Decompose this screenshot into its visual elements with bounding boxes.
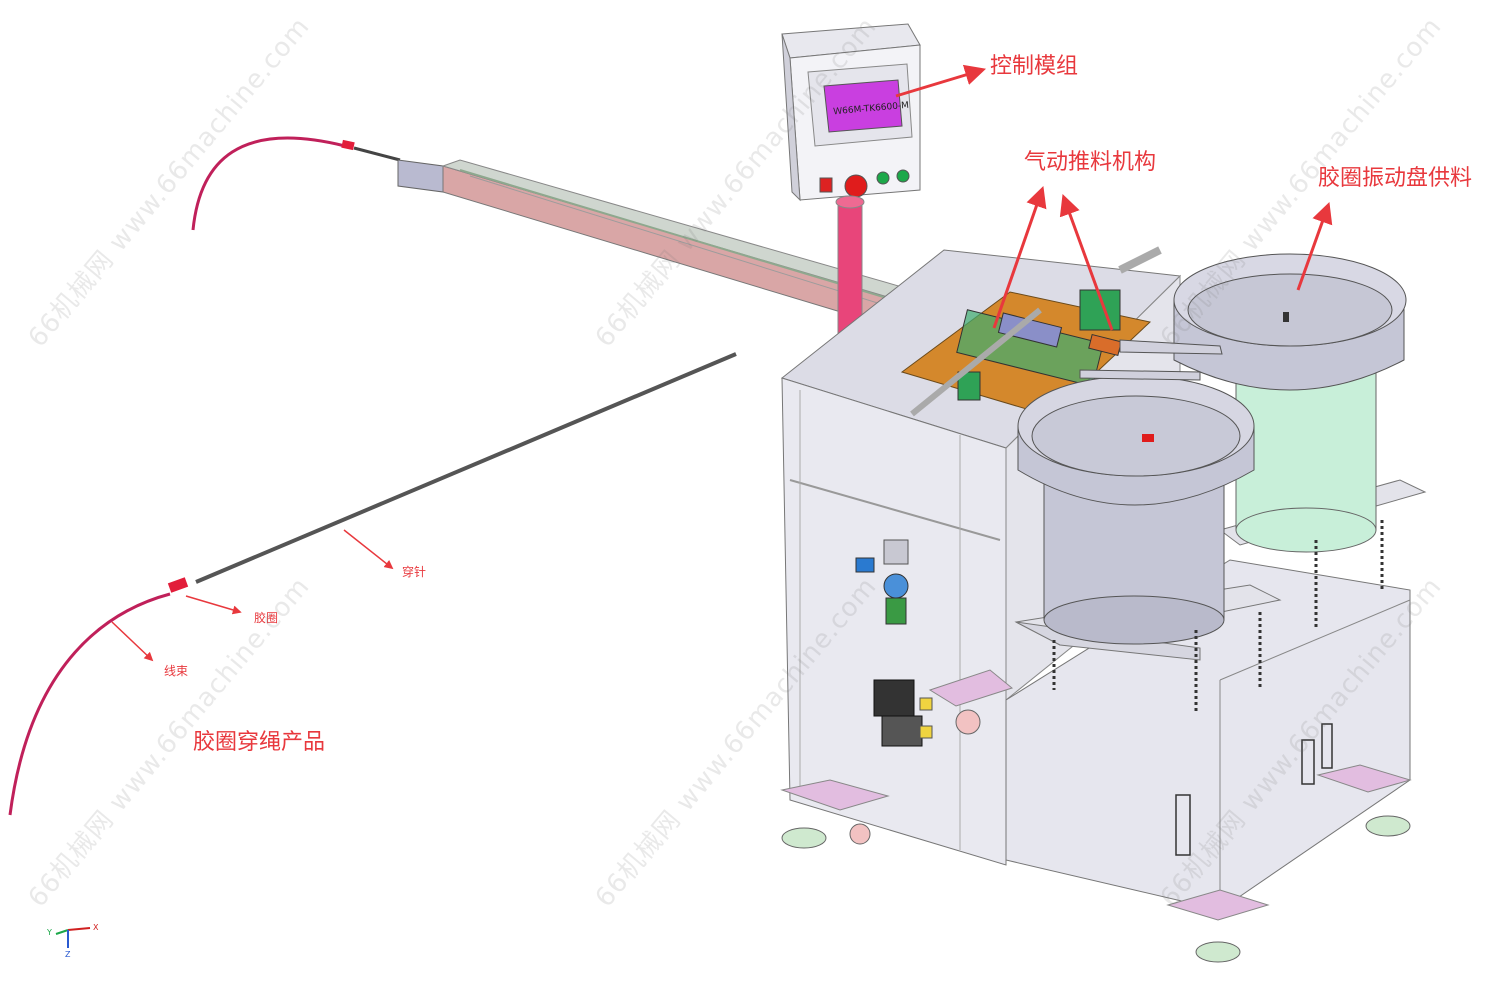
solenoid-valve	[873, 679, 933, 747]
axis-triad	[55, 927, 91, 948]
axis-z-label: Z	[65, 950, 71, 959]
axis-x-label: X	[93, 923, 99, 932]
feeder-bowl-large	[1119, 253, 1427, 553]
product-wire-bottom	[8, 577, 189, 816]
axis-y-label: Y	[47, 928, 52, 937]
label-pneumatic-push: 气动推料机构	[1024, 150, 1157, 175]
label-needle: 穿针	[402, 565, 427, 579]
needle-rod	[195, 352, 737, 584]
feeder-bowl-small	[1014, 369, 1282, 661]
air-regulator	[855, 539, 909, 625]
control-box	[781, 23, 921, 202]
label-wire-harness: 线束	[164, 664, 189, 678]
label-ring-feeder: 胶圈振动盘供料	[1318, 166, 1473, 191]
push-mechanism	[900, 246, 1162, 417]
product-wire-top	[191, 136, 401, 231]
label-product: 胶圈穿绳产品	[193, 730, 326, 755]
feeder-springs	[1052, 520, 1384, 712]
label-control-module: 控制模组	[990, 54, 1079, 79]
annotation-arrows	[111, 64, 1333, 662]
label-rubber-ring: 胶圈	[254, 611, 279, 625]
